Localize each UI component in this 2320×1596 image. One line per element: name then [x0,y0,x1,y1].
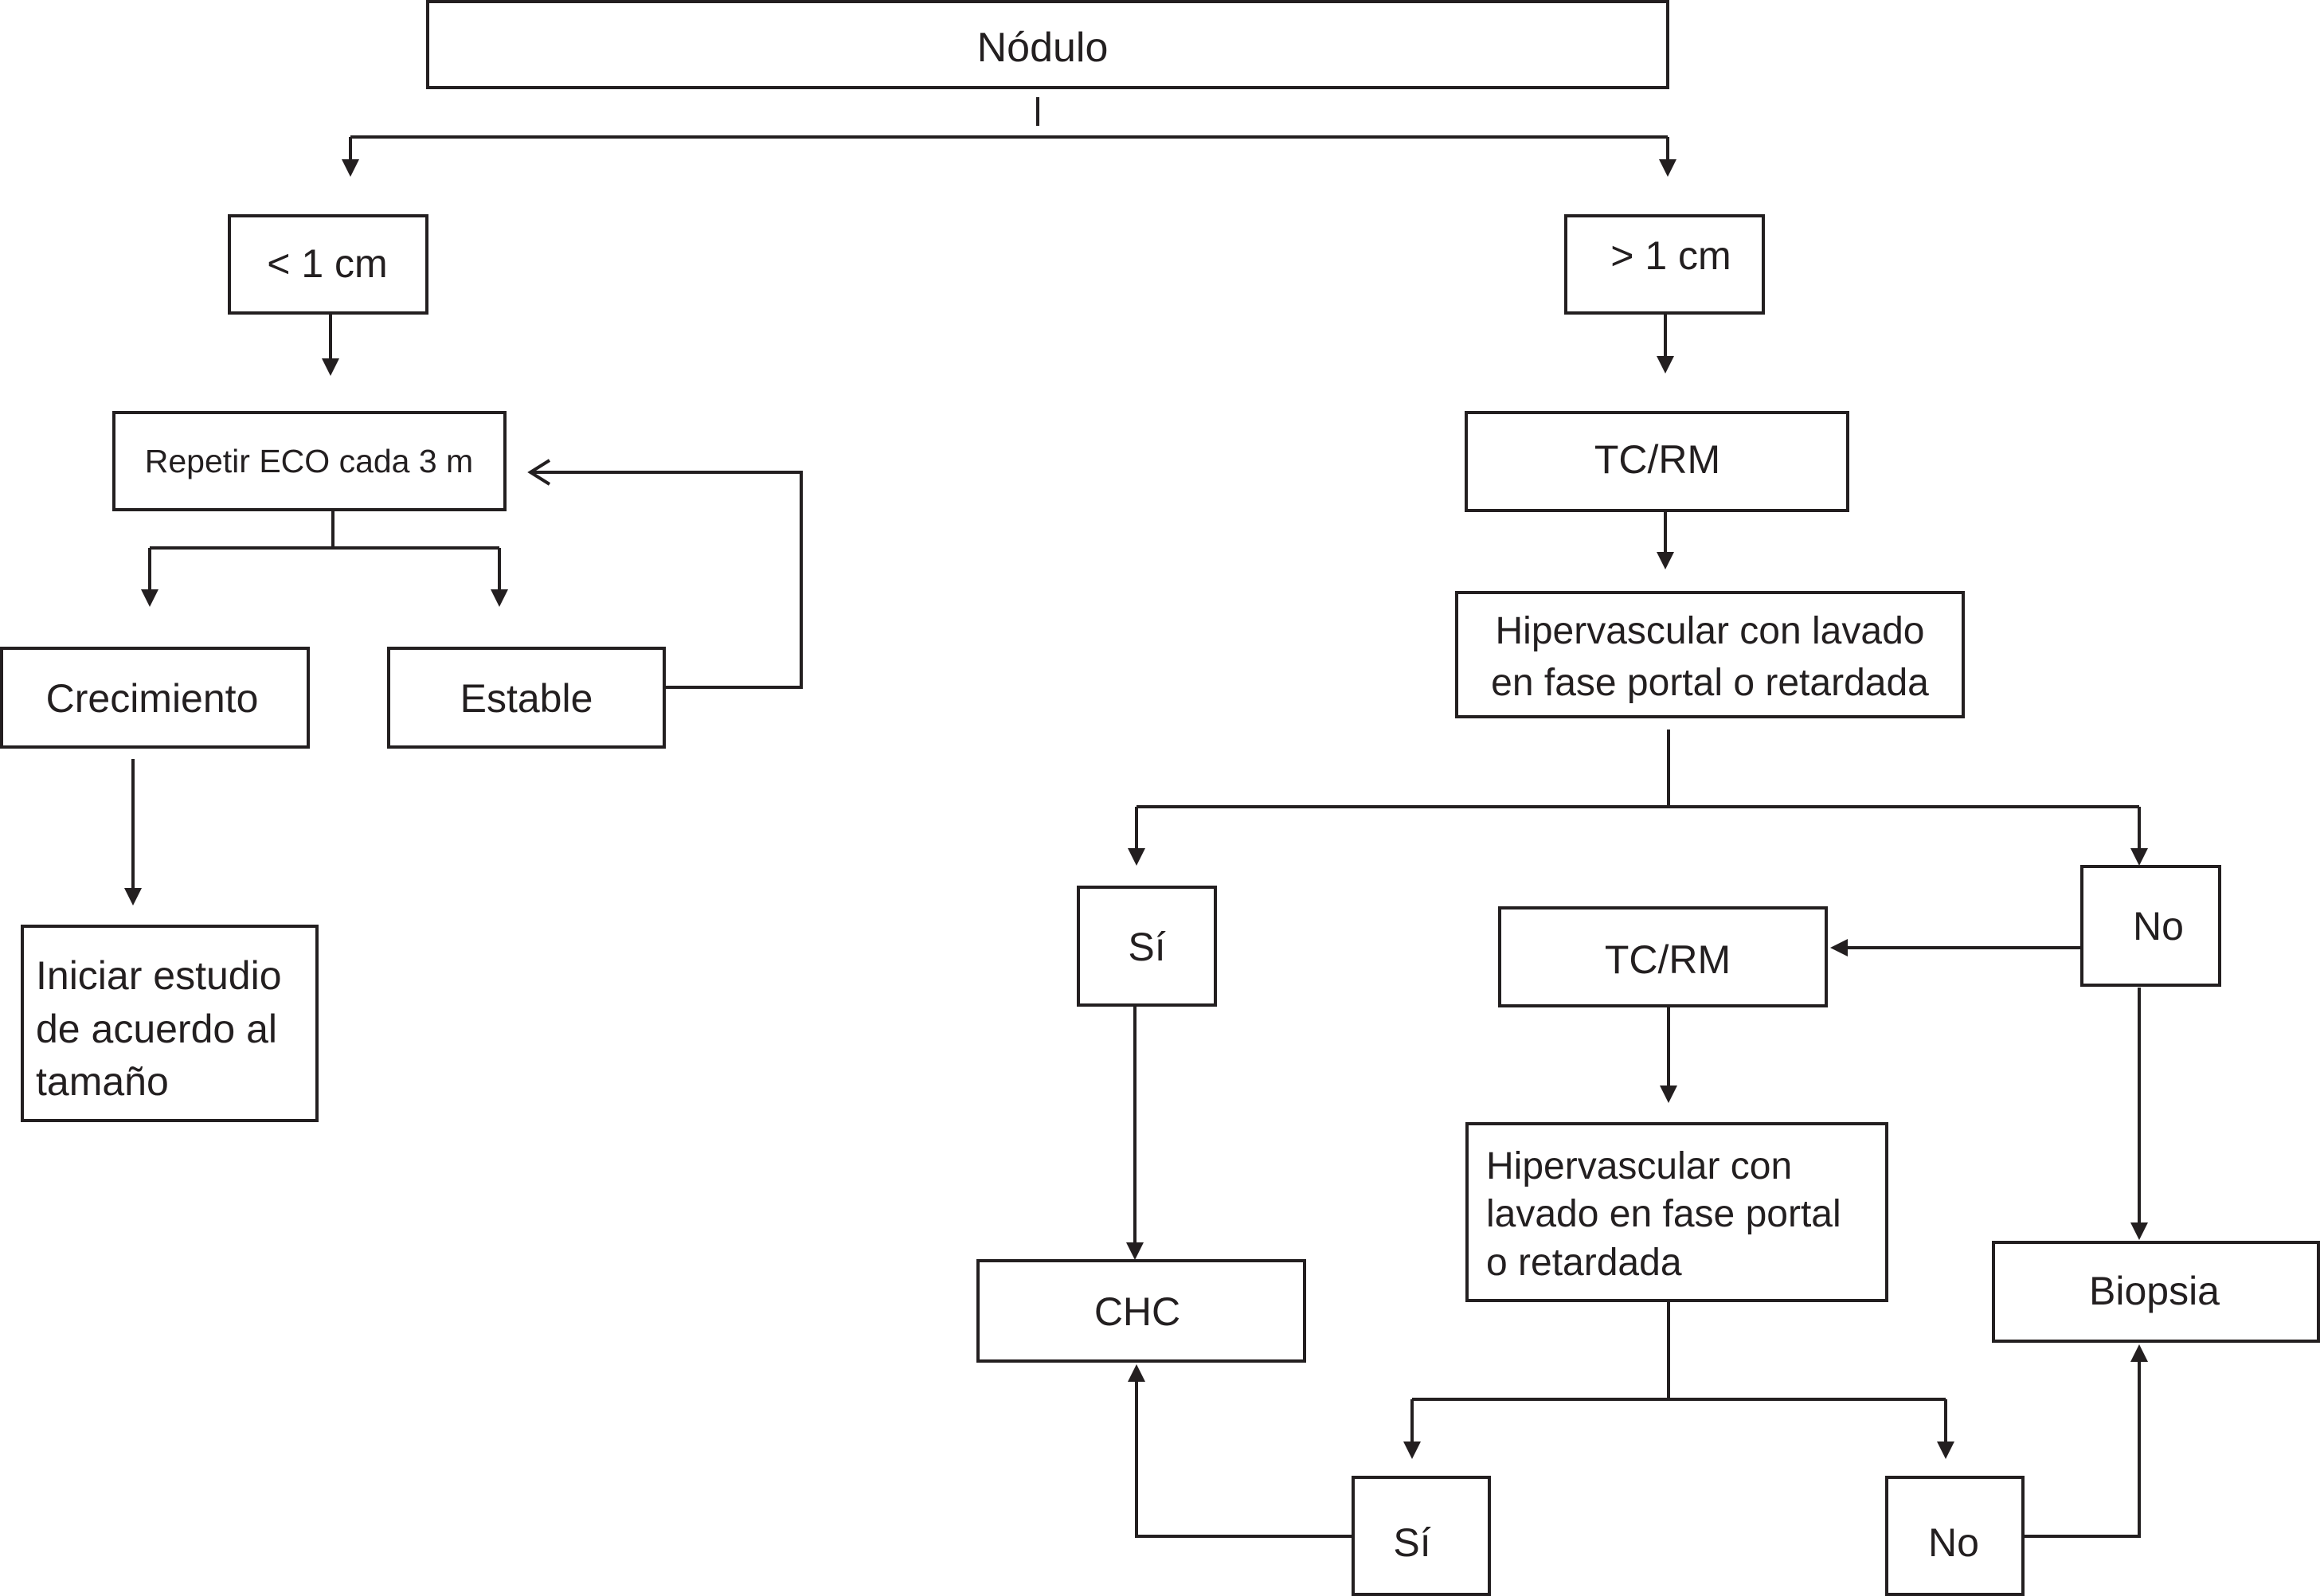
node-label: CHC [1094,1289,1180,1334]
node-tcrm-1: TC/RM [1465,411,1849,512]
node-label: > 1 cm [1610,233,1731,278]
node-crecimiento: Crecimiento [0,647,310,749]
node-label: Biopsia [2089,1269,2220,1313]
node-estable: Estable [387,647,666,749]
node-no-2: No [1885,1476,2025,1596]
arrowhead [1403,1441,1421,1459]
loop-estable-to-repetir [530,471,803,689]
node-biopsia: Biopsia [1992,1241,2320,1343]
arrowhead [1659,159,1676,177]
node-label: No [2133,904,2184,949]
node-no-1: No [2080,865,2221,987]
node-label-line: Hipervascular con lavado [1496,610,1925,652]
node-iniciar-estudio: Iniciar estudio de acuerdo al tamaño [21,925,319,1122]
node-label: No [1928,1520,1979,1565]
node-hipervascular-1: Hipervascular con lavado en fase portal … [1455,591,1965,718]
node-label-line: Iniciar estudio [36,953,282,998]
node-hipervascular-2: Hipervascular con lavado en fase portal … [1465,1122,1888,1302]
node-si-1: Sí [1077,886,1217,1007]
node-si-2: Sí [1352,1476,1491,1596]
node-chc: CHC [976,1259,1306,1363]
arrowhead [1657,552,1674,569]
node-repetir-eco: Repetir ECO cada 3 m [112,411,507,511]
node-label-line: Hipervascular con [1486,1145,1792,1187]
node-label-line: tamaño [36,1059,169,1104]
arrowhead [342,159,359,177]
arrowhead [1126,1242,1144,1260]
node-tcrm-2: TC/RM [1498,906,1828,1007]
arrowhead [141,589,158,607]
connectors [124,97,2148,1538]
arrowhead [2130,1344,2148,1362]
arrowhead [1937,1441,1954,1459]
node-label-line: de acuerdo al [36,1007,277,1051]
arrowhead [124,888,142,906]
arrowhead [1128,848,1145,866]
node-label: < 1 cm [267,241,387,286]
open-arrowhead [527,459,551,486]
arrowhead [2130,1222,2148,1240]
node-label: Estable [460,676,593,721]
node-nodulo: Nódulo [426,0,1669,89]
arrowhead [2130,848,2148,866]
arrowhead [491,589,508,607]
node-label-line: o retardada [1486,1242,1682,1284]
node-label: TC/RM [1605,937,1731,982]
node-label-line: en fase portal o retardada [1491,662,1929,704]
arrow-no2-to-biopsia [2024,1358,2141,1538]
arrow-si2-to-chc [1135,1378,1353,1538]
arrowhead [1660,1086,1677,1103]
node-label: Nódulo [977,25,1109,71]
arrowhead [1128,1364,1145,1382]
node-label: Sí [1128,925,1165,969]
node-label: Repetir ECO cada 3 m [145,443,473,479]
node-lt1cm: < 1 cm [228,214,428,315]
arrowhead [322,358,339,376]
arrowhead [1830,939,1848,956]
node-label: Crecimiento [46,676,259,721]
node-label-line: lavado en fase portal [1486,1193,1841,1235]
node-label: Sí [1393,1520,1430,1565]
node-label: TC/RM [1594,437,1720,482]
arrowhead [1657,356,1674,374]
node-gt1cm: > 1 cm [1564,214,1765,315]
